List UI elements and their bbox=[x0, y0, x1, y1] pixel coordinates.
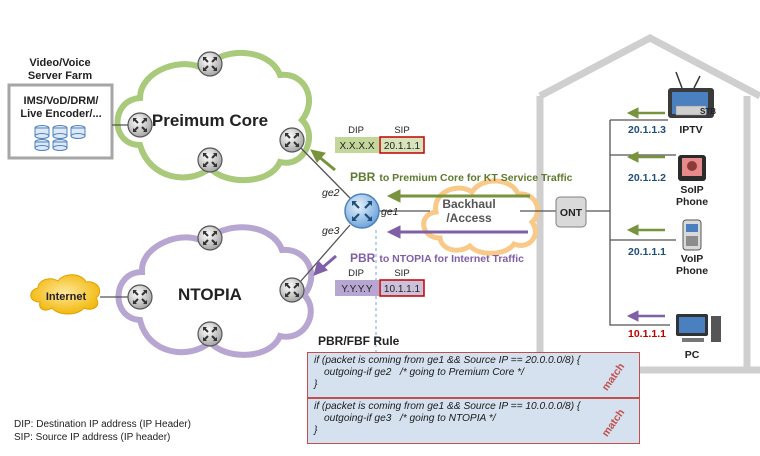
device-name-iptv: IPTV bbox=[679, 124, 702, 136]
premium-node-bottom bbox=[197, 147, 223, 173]
router-ge2: ge2 bbox=[322, 187, 340, 199]
rule2-line1: if (packet is coming from ge1 && Source … bbox=[314, 401, 581, 412]
pc-icon bbox=[676, 314, 721, 342]
device-ip-iptv: 20.1.1.3 bbox=[628, 124, 666, 136]
header-top-dip: X.X.X.X bbox=[339, 141, 374, 152]
rule1-line1: if (packet is coming from ge1 && Source … bbox=[314, 355, 581, 366]
rule2-line2: outgoing-if ge3 /* going to NTOPIA */ bbox=[324, 413, 496, 424]
green-arrows bbox=[310, 107, 665, 236]
legend-dip: DIP: Destination IP address (IP Header) bbox=[14, 419, 191, 430]
device-name-soip-1: SoIP bbox=[680, 184, 703, 196]
backhaul-label-1: Backhaul bbox=[442, 197, 495, 211]
device-ip-soip: 20.1.1.2 bbox=[628, 172, 666, 184]
legend-sip: SIP: Source IP address (IP header) bbox=[14, 432, 171, 443]
server-farm-content-2: Live Encoder/... bbox=[20, 108, 101, 120]
device-name-pc: PC bbox=[685, 349, 700, 361]
premium-core-label: Preimum Core bbox=[152, 111, 268, 130]
backhaul-cloud bbox=[421, 178, 541, 256]
ntopia-node-bottom bbox=[197, 321, 223, 347]
premium-node-left bbox=[127, 112, 153, 138]
voip-phone-icon bbox=[682, 219, 702, 251]
header-bottom-sip: 10.1.1.1 bbox=[384, 284, 421, 295]
ntopia-node-right bbox=[279, 277, 305, 303]
internet-cloud bbox=[30, 274, 101, 315]
header-top-sip: 20.1.1.1 bbox=[384, 141, 421, 152]
database-icon bbox=[34, 125, 86, 151]
ntopia-label: NTOPIA bbox=[178, 285, 242, 304]
central-router bbox=[344, 193, 380, 229]
rule2-line3: } bbox=[314, 425, 318, 436]
device-ip-voip: 20.1.1.1 bbox=[628, 246, 666, 258]
svg-text:STB: STB bbox=[700, 107, 716, 116]
backhaul-label-2: /Access bbox=[446, 211, 492, 225]
tv-icon: STB bbox=[668, 71, 716, 118]
router-ge3: ge3 bbox=[322, 225, 340, 237]
rules-title: PBR/FBF Rule bbox=[318, 334, 400, 348]
device-name-voip-1: VoIP bbox=[681, 253, 704, 265]
device-ip-pc: 10.1.1.1 bbox=[628, 328, 666, 340]
premium-node-right bbox=[279, 127, 305, 153]
soip-phone-icon bbox=[678, 155, 706, 181]
svg-text:ONT: ONT bbox=[560, 207, 583, 219]
header-bottom: DIP SIP Y.Y.Y.Y 10.1.1.1 bbox=[335, 268, 425, 297]
rule-box-1: if (packet is coming from ge1 && Source … bbox=[307, 352, 640, 398]
svg-text:SIP: SIP bbox=[394, 125, 409, 136]
server-farm-content-1: IMS/VoD/DRM/ bbox=[24, 95, 99, 107]
device-name-soip-2: Phone bbox=[676, 196, 708, 208]
server-farm: Video/Voice Server Farm IMS/VoD/DRM/ Liv… bbox=[7, 57, 114, 160]
header-bottom-dip: Y.Y.Y.Y bbox=[341, 284, 372, 295]
internet-label: Internet bbox=[46, 291, 87, 303]
svg-text:SIP: SIP bbox=[394, 268, 409, 279]
server-farm-title-2: Server Farm bbox=[28, 70, 92, 82]
svg-text:DIP: DIP bbox=[348, 268, 364, 279]
rule1-line2: outgoing-if ge2 /* going to Premium Core… bbox=[324, 367, 524, 378]
ntopia-node-top bbox=[197, 225, 223, 251]
ont-box: ONT bbox=[555, 196, 587, 228]
rule-box-2: if (packet is coming from ge1 && Source … bbox=[307, 398, 640, 444]
router-ge1: ge1 bbox=[381, 206, 399, 218]
rule1-line3: } bbox=[314, 379, 318, 390]
server-farm-title-1: Video/Voice bbox=[29, 57, 90, 69]
premium-node-top bbox=[197, 51, 223, 77]
purple-arrows bbox=[313, 225, 665, 322]
ntopia-node-left bbox=[127, 284, 153, 310]
device-name-voip-2: Phone bbox=[676, 265, 708, 277]
header-top: DIP SIP X.X.X.X 20.1.1.1 bbox=[335, 125, 425, 154]
svg-text:DIP: DIP bbox=[348, 125, 364, 136]
